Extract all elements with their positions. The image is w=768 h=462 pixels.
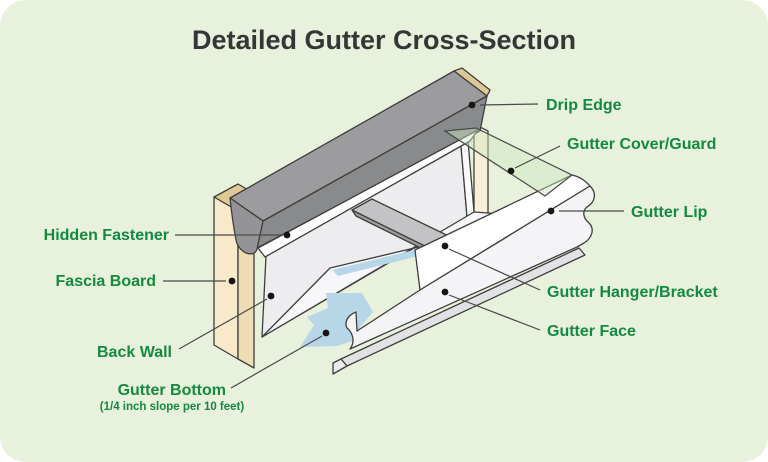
drip-edge-marker-dot	[468, 101, 476, 109]
gutter-face-marker-dot	[441, 288, 449, 296]
label-hidden-fastener: Hidden Fastener	[44, 227, 169, 244]
hidden-fastener-marker-dot	[283, 231, 291, 239]
gutter-lip-marker-dot	[547, 207, 555, 215]
label-gutter-face: Gutter Face	[547, 323, 636, 340]
gutter-face-surface	[345, 185, 596, 350]
label-back-wall: Back Wall	[97, 344, 172, 361]
label-gutter-bottom: Gutter Bottom	[118, 382, 226, 399]
label-gutter-cover: Gutter Cover/Guard	[567, 136, 716, 153]
label-gutter-bottom-note: (1/4 inch slope per 10 feet)	[100, 401, 245, 413]
gutter-cover-marker-dot	[507, 167, 515, 175]
label-gutter-lip: Gutter Lip	[631, 204, 708, 221]
label-gutter-hanger: Gutter Hanger/Bracket	[547, 284, 718, 301]
back-wall-marker-dot	[267, 292, 275, 300]
page-title: Detailed Gutter Cross-Section	[192, 25, 576, 55]
part-labels: Drip Edge Gutter Cover/Guard Gutter Lip …	[44, 97, 719, 413]
leader-lines	[163, 101, 624, 389]
label-drip-edge: Drip Edge	[546, 97, 622, 114]
label-fascia-board: Fascia Board	[56, 273, 156, 290]
gutter-bottom-marker-dot	[322, 329, 330, 337]
gutter-hanger-marker-dot	[441, 242, 449, 250]
fascia-board-marker-dot	[228, 277, 236, 285]
hidden-fastener-strip	[257, 129, 479, 258]
drip-edge-curl	[229, 197, 264, 255]
gutter-foot-step	[332, 358, 348, 375]
